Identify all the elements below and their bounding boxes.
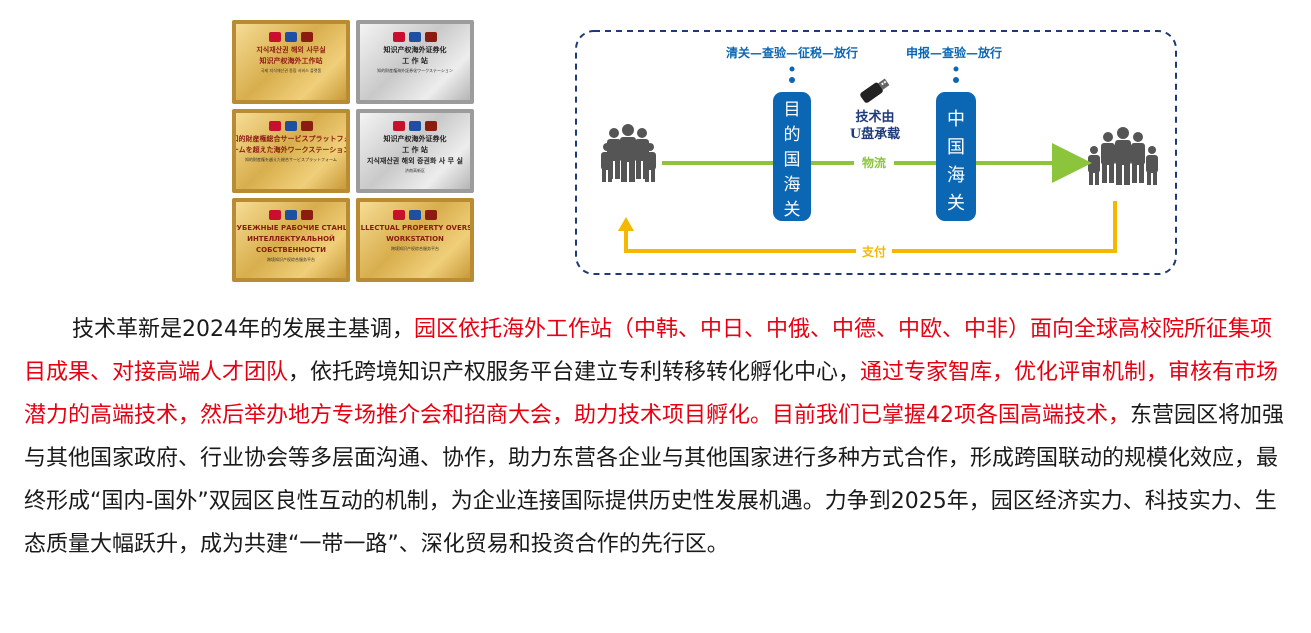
payment-arrow-head <box>618 217 634 231</box>
body-paragraph: 技术革新是2024年的发展主基调，园区依托海外工作站（中韩、中日、中俄、中德、中… <box>24 308 1288 566</box>
highlight-expert-review: 通过专家智库，优化评审机制，审核有市场潜力的高端技术，然后举办地方专场推介会和招… <box>24 360 1279 428</box>
logo-icon <box>425 121 437 131</box>
plaque-small-text: 济南高新区 <box>405 168 425 173</box>
logo-icon <box>393 210 405 220</box>
plaque-small-text: 知的財産権を越えた総合サービスプラットフォーム <box>245 157 337 162</box>
svg-text:关: 关 <box>947 193 965 214</box>
svg-text:海: 海 <box>784 175 801 195</box>
plaque-japan: 知的財産権総合サービスプラットフォームを超えた海外ワークステーション知的財産権を… <box>232 109 350 193</box>
usb-drive-icon <box>860 78 890 103</box>
usb-label-line1: 技术由 <box>855 109 894 125</box>
destination-customs-label: 目 的 国 海 关 <box>784 100 801 220</box>
svg-text:国: 国 <box>947 137 965 158</box>
plaque-line: 知识产权海外工作站 <box>259 57 323 65</box>
svg-text:海: 海 <box>947 165 965 186</box>
logo-icon <box>393 121 405 131</box>
plaque-logos <box>269 30 313 44</box>
payment-label-bg <box>856 242 892 260</box>
china-customs-box <box>936 92 976 221</box>
plaque-russia: ЗАРУБЕЖНЫЕ РАБОЧИЕ СТАНЦИИ ИНТЕЛЛЕКТУАЛЬН… <box>232 198 350 282</box>
plaque-line: 工 作 站 <box>402 146 428 154</box>
plaque-securitization: 知识产权海外证券化工 作 站知的財産権海外証券化ワークステーション <box>356 20 474 104</box>
logo-icon <box>409 210 421 220</box>
plaque-line: СОБСТВЕННОСТИ <box>256 246 326 254</box>
plaque-logos <box>269 208 313 222</box>
logo-icon <box>301 32 313 42</box>
plaque-line: 工 作 站 <box>402 57 428 65</box>
logo-icon <box>285 121 297 131</box>
logo-icon <box>301 210 313 220</box>
logo-icon <box>301 121 313 131</box>
usb-label-line2: U盘承载 <box>850 126 900 142</box>
logo-icon <box>409 32 421 42</box>
trade-flow-diagram: 清关—查验—征税—放行 申报—查验—放行 物流 目 的 国 海 关 中 国 <box>575 30 1177 275</box>
logo-icon <box>269 32 281 42</box>
svg-text:目: 目 <box>784 100 801 120</box>
plaque-line: ームを超えた海外ワークステーション <box>232 146 350 154</box>
plaque-small-text: 跨境知识产权综合服务平台 <box>267 257 315 262</box>
plaque-english: INTELLECTUAL PROPERTY OVERSEAS WORKSTATIO… <box>356 198 474 282</box>
plaque-small-text: 국제 지식재산권 종합 서비스 플랫폼 <box>260 68 322 73</box>
svg-text:的: 的 <box>784 125 801 145</box>
plaque-line: 지식재산권 해외 사무실 <box>256 46 326 54</box>
logo-icon <box>269 210 281 220</box>
top-right-process-label: 申报—查验—放行 <box>906 45 1002 60</box>
plaque-securitization-korea: 知识产权海外证券化工 作 站 지식재산권 해외 증권화 사 무 실 济南高新区 <box>356 109 474 193</box>
plaque-grid: 지식재산권 해외 사무실 知识产权海外工作站 국제 지식재산권 종합 서비스 플랫폼… <box>232 20 476 282</box>
logistics-label-bg <box>854 154 894 172</box>
sentence-3: ，依托跨境知识产权服务平台建立专利转移转化孵化中心， <box>288 360 861 385</box>
plaque-line: 지식재산권 해외 증권화 사 무 실 <box>367 157 463 165</box>
highlight-overseas-workstations: 园区依托海外工作站（中韩、中日、中俄、中德、中欧、中非）面向全球高校院所征集项目… <box>24 317 1273 385</box>
sentence-1: 技术革新是2024年的发展主基调， <box>72 317 414 342</box>
plaque-line: 知的財産権総合サービスプラットフォ <box>232 135 350 143</box>
svg-text:国: 国 <box>784 150 801 170</box>
plaque-line: ЗАРУБЕЖНЫЕ РАБОЧИЕ СТАНЦИИ <box>232 224 350 232</box>
logo-icon <box>425 210 437 220</box>
logo-icon <box>285 32 297 42</box>
svg-text:中: 中 <box>947 109 965 130</box>
plaque-line: INTELLECTUAL PROPERTY OVERSEAS <box>356 224 473 232</box>
logo-icon <box>425 32 437 42</box>
plaque-small-text: 跨境知识产权综合服务平台 <box>391 246 439 251</box>
plaque-logos <box>393 119 437 133</box>
plaque-logos <box>393 208 437 222</box>
people-group-left-icon <box>601 124 656 182</box>
plaque-korea: 지식재산권 해외 사무실 知识产权海外工作站 국제 지식재산권 종합 서비스 플랫폼 <box>232 20 350 104</box>
logo-icon <box>285 210 297 220</box>
logo-icon <box>393 32 405 42</box>
payment-label: 支付 <box>861 244 886 259</box>
plaque-line: 知识产权海外证券化 <box>383 46 447 54</box>
china-customs-label: 中 国 海 关 <box>947 109 965 214</box>
logo-icon <box>409 121 421 131</box>
plaque-logos <box>269 119 313 133</box>
plaque-line: 知识产权海外证券化 <box>383 135 447 143</box>
top-left-process-label: 清关—查验—征税—放行 <box>726 45 858 60</box>
logo-icon <box>269 121 281 131</box>
people-group-right-icon <box>1088 127 1158 185</box>
svg-text:关: 关 <box>784 200 801 220</box>
destination-customs-box <box>773 92 811 221</box>
right-dots <box>953 66 959 83</box>
plaque-small-text: 知的財産権海外証券化ワークステーション <box>377 68 453 73</box>
plaque-line: ИНТЕЛЛЕКТУАЛЬНОЙ <box>247 235 335 243</box>
plaque-line: WORKSTATION <box>386 235 444 243</box>
plaque-logos <box>393 30 437 44</box>
left-dots <box>789 66 795 83</box>
diagram-border <box>575 30 1177 275</box>
logistics-label: 物流 <box>862 155 886 170</box>
sentence-5: 东营园区将加强与其他国家政府、行业协会等多层面沟通、协作，助力东营各企业与其他国… <box>24 403 1285 557</box>
